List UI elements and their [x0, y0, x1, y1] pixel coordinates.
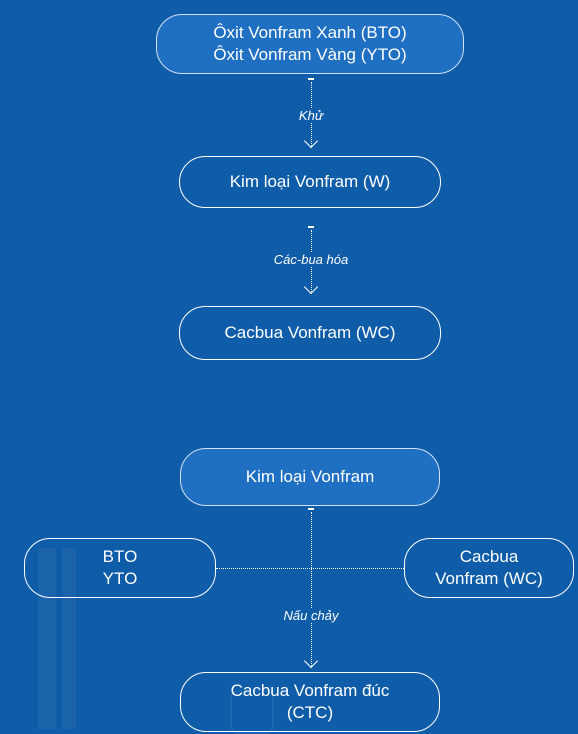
node-metal: Kim loại Vonfram — [180, 448, 440, 506]
node-line: (CTC) — [286, 703, 334, 722]
step-label-melting: Nấu chảy — [279, 608, 343, 623]
arrow-down-icon — [303, 653, 319, 669]
node-line: Ôxit Vonfram Vàng (YTO) — [213, 45, 407, 64]
step-label-carburization: Các-bua hóa — [269, 252, 353, 267]
node-line: YTO — [102, 569, 138, 588]
node-tungsten-carbide: Cacbua Vonfram (WC) — [179, 306, 441, 360]
node-bto-yto: BTO YTO — [24, 538, 216, 598]
arrow-down-icon — [303, 279, 319, 295]
connector-tick — [308, 78, 314, 80]
node-line: Vonfram (WC) — [435, 569, 543, 588]
node-line: BTO — [102, 547, 138, 566]
connector-line — [311, 512, 312, 668]
node-tungsten-oxides: Ôxit Vonfram Xanh (BTO) Ôxit Vonfram Vàn… — [156, 14, 464, 74]
horizontal-connector — [216, 568, 404, 569]
connector-tick — [308, 508, 314, 510]
node-line: Cacbua Vonfram đúc — [230, 681, 390, 700]
node-line: Cacbua — [459, 547, 519, 566]
arrow-down-icon — [303, 133, 319, 149]
node-label: Kim loại Vonfram — [245, 467, 375, 486]
connector-tick — [308, 226, 314, 228]
node-label: Kim loại Vonfram (W) — [229, 172, 391, 191]
node-tungsten-metal: Kim loại Vonfram (W) — [179, 156, 441, 208]
step-label-reduction: Khử — [294, 108, 328, 123]
node-wc-input: Cacbua Vonfram (WC) — [404, 538, 574, 598]
node-label: Cacbua Vonfram (WC) — [224, 323, 396, 342]
node-cast-tungsten-carbide: Cacbua Vonfram đúc (CTC) — [180, 672, 440, 732]
node-line: Ôxit Vonfram Xanh (BTO) — [213, 23, 407, 42]
